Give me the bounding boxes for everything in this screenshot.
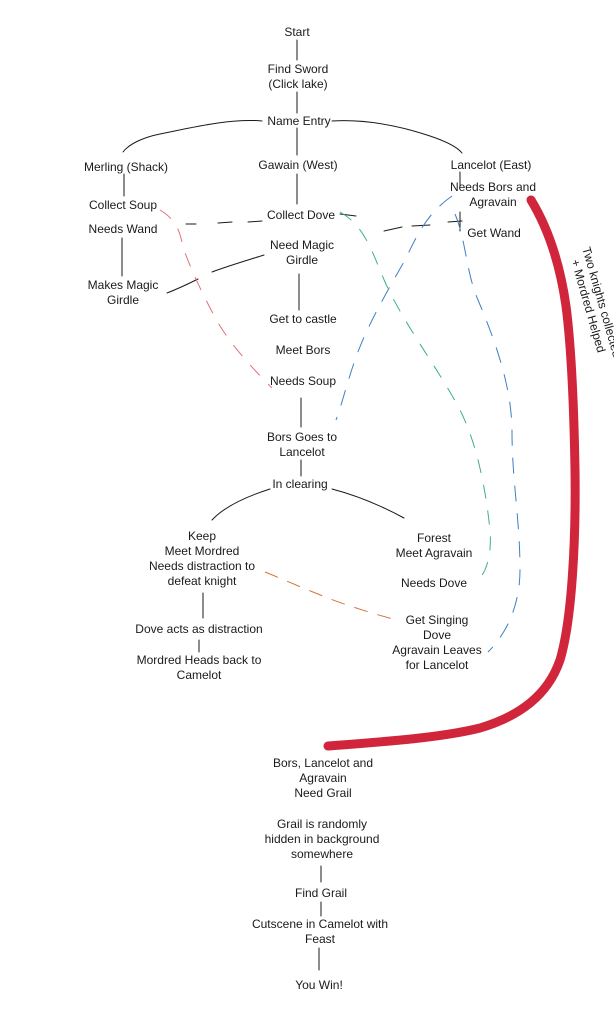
cutscene-node: Cutscene in Camelot with Feast: [251, 917, 389, 946]
gawain-node: Gawain (West): [258, 158, 338, 172]
connector-name-lancelot: [331, 120, 463, 154]
connector-makes-girdle-need-girdle: [166, 254, 265, 294]
need-magic-girdle-node: Need Magic Girdle: [269, 238, 335, 267]
merling-node: Merling (Shack): [83, 160, 169, 174]
distraction-link-dashed: [264, 571, 398, 621]
wand-link-dashed-2: [454, 213, 521, 653]
makes-magic-girdle-node: Makes Magic Girdle: [87, 278, 159, 307]
wand-link-dashed: [335, 195, 453, 421]
bors-goes-node: Bors Goes to Lancelot: [266, 430, 338, 459]
lancelot-node: Lancelot (East): [450, 158, 532, 172]
keep-node: Keep Meet Mordred Needs distraction to d…: [148, 529, 256, 588]
connector-dove-dashes: [185, 213, 357, 225]
collect-soup-node: Collect Soup: [88, 198, 158, 212]
need-grail-node: Bors, Lancelot and Agravain Need Grail: [272, 756, 374, 800]
get-singing-dove-node: Get Singing Dove Agravain Leaves for Lan…: [392, 613, 482, 672]
collect-dove-node: Collect Dove: [266, 208, 336, 222]
meet-bors-node: Meet Bors: [275, 343, 331, 357]
needs-bors-agravain-node: Needs Bors and Agravain: [449, 180, 537, 209]
start-node: Start: [284, 25, 310, 39]
mordred-heads-node: Mordred Heads back to Camelot: [136, 653, 262, 682]
forest-node: Forest Meet Agravain: [395, 531, 473, 560]
dove-distraction-node: Dove acts as distraction: [135, 622, 263, 636]
you-win-node: You Win!: [295, 978, 343, 992]
find-grail-node: Find Grail: [294, 886, 348, 900]
needs-wand-node: Needs Wand: [88, 222, 158, 236]
find-sword-node: Find Sword (Click lake): [267, 62, 329, 91]
connector-clearing-forest: [331, 488, 405, 519]
get-wand-node: Get Wand: [467, 226, 521, 240]
soup-link-dashed: [159, 209, 273, 389]
dove-link-dashed: [339, 211, 491, 583]
red-progress-path: [323, 195, 580, 751]
grail-hidden-node: Grail is randomly hidden in background s…: [264, 817, 380, 861]
needs-soup-node: Needs Soup: [269, 374, 337, 388]
connector-clearing-keep: [211, 488, 271, 521]
name-entry-node: Name Entry: [267, 114, 331, 128]
needs-dove-node: Needs Dove: [400, 576, 468, 590]
get-to-castle-node: Get to castle: [269, 312, 337, 326]
connector-name-merling: [122, 119, 263, 153]
in-clearing-node: In clearing: [272, 477, 328, 491]
